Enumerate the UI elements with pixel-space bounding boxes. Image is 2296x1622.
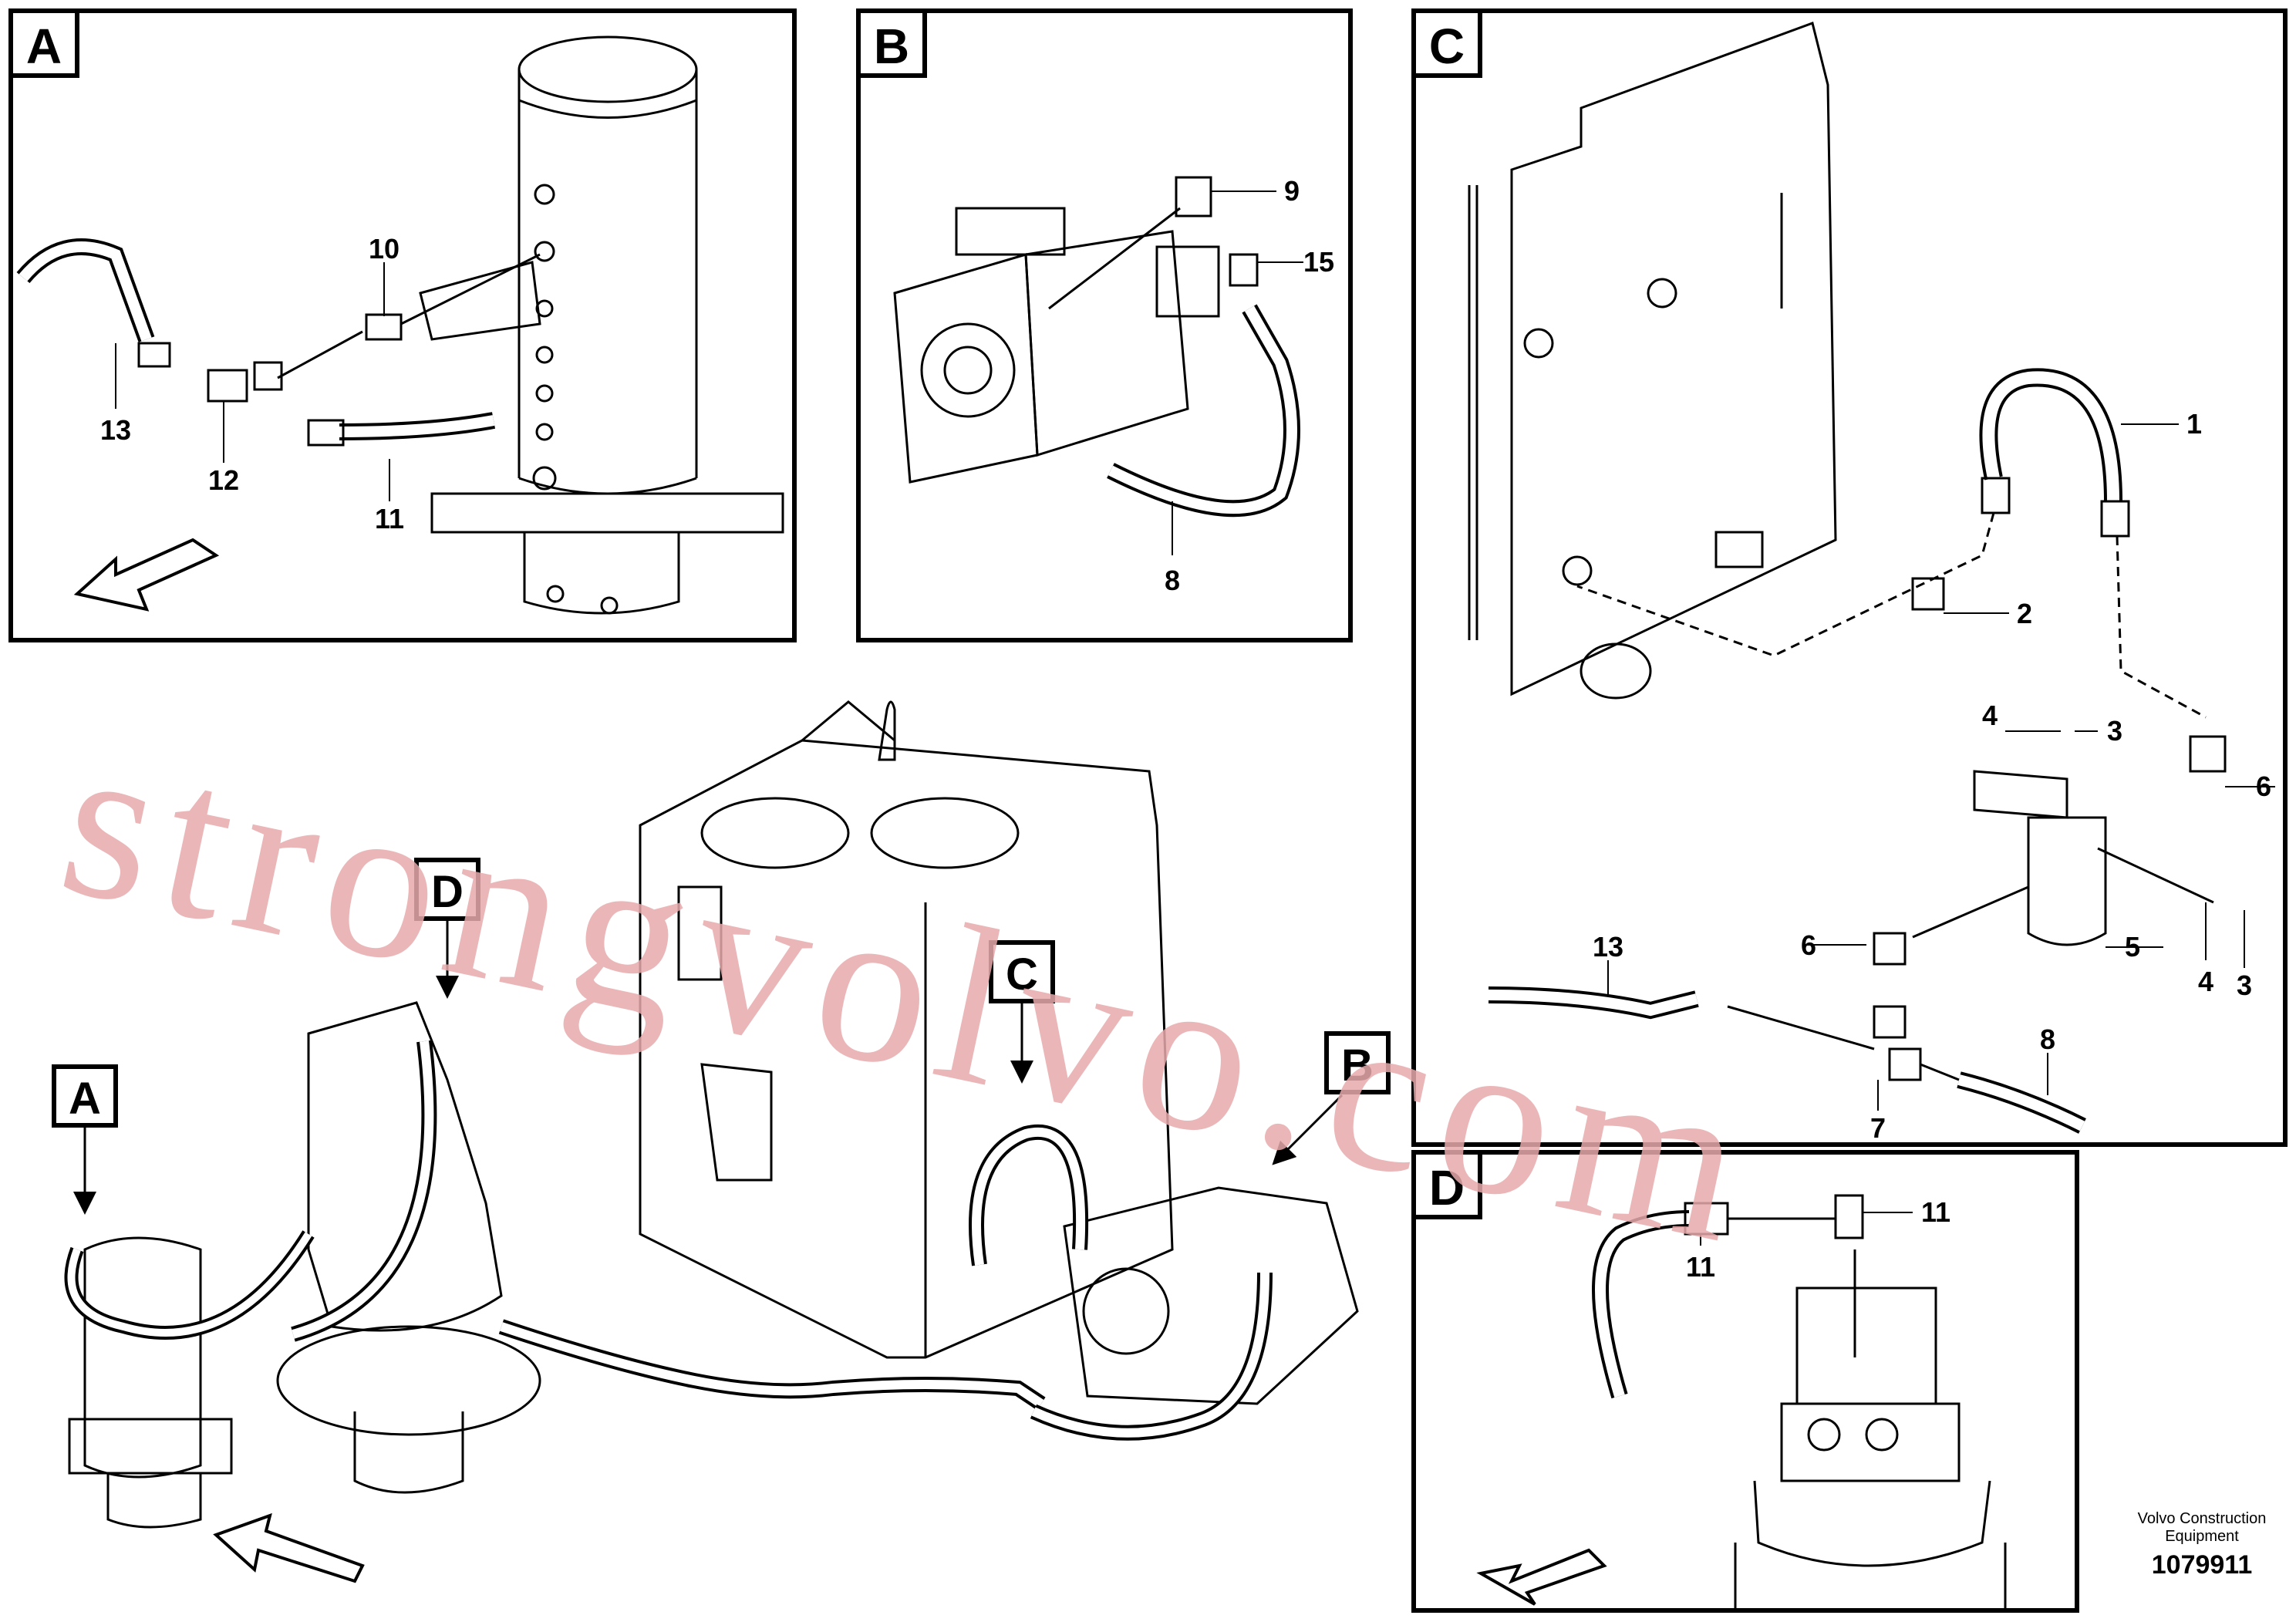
hydraulic-pump-drawing <box>893 207 1220 484</box>
maker-line-1: Volvo Construction <box>2138 1510 2267 1527</box>
callout-b-8: 8 <box>1165 565 1180 596</box>
callout-c-2: 2 <box>2017 598 2032 629</box>
panel-a: A <box>8 8 797 642</box>
direction-arrow-d <box>1476 1548 1607 1606</box>
main-pump <box>1063 1186 1359 1405</box>
panel-c: C <box>1411 8 2288 1147</box>
overview-label-a: A <box>69 1074 101 1124</box>
callout-b-9: 9 <box>1284 175 1300 207</box>
callout-a-11: 11 <box>375 503 404 534</box>
callout-c-13: 13 <box>1593 931 1623 963</box>
panel-b-callouts <box>1172 191 1303 555</box>
panel-d-hose <box>1592 1194 1864 1399</box>
swivel-joint <box>83 1236 202 1479</box>
callout-c-7: 7 <box>1870 1112 1886 1144</box>
footer: Volvo Construction Equipment 1079911 <box>2138 1510 2267 1580</box>
callout-c-6: 6 <box>2256 771 2271 802</box>
panel-c-hoses <box>1488 368 2227 1134</box>
panel-d-label: D <box>1429 1160 1465 1216</box>
direction-arrow-overview <box>213 1512 365 1583</box>
callout-d-11: 11 <box>1686 1251 1715 1283</box>
swivel-joint-drawing <box>419 35 784 615</box>
overview-label-b: B <box>1341 1040 1374 1091</box>
callout-a-13: 13 <box>100 414 131 446</box>
callout-c-3: 3 <box>2107 715 2122 747</box>
callout-c-6-lower: 6 <box>1801 929 1816 961</box>
callout-c-8: 8 <box>2040 1023 2055 1055</box>
swing-motor-drawing <box>1734 1249 2007 1610</box>
direction-arrow-a <box>73 538 220 612</box>
maker-line-2: Equipment <box>2165 1528 2239 1545</box>
panel-d: D 11 11 <box>1411 1150 2079 1613</box>
panel-b-hose <box>1048 176 1300 518</box>
callout-c-3-lower: 3 <box>2237 969 2252 1001</box>
panel-c-callouts <box>1607 423 2275 1111</box>
part-number: 1079911 <box>2152 1550 2253 1580</box>
callout-a-12: 12 <box>208 464 239 496</box>
panel-c-label: C <box>1429 19 1465 74</box>
panel-b: B 9 15 8 <box>856 8 1353 642</box>
hydraulic-tank <box>639 739 1174 1359</box>
callout-c-4: 4 <box>1982 700 1998 731</box>
panel-d-callouts <box>1700 1212 1913 1246</box>
swing-motor <box>307 1001 503 1332</box>
callout-c-4-lower: 4 <box>2198 966 2213 997</box>
overview-assembly <box>64 700 1359 1529</box>
callout-d-11-right: 11 <box>1921 1196 1950 1228</box>
panel-a-label: A <box>26 19 62 74</box>
overview-labels: D A C B <box>52 858 1391 1128</box>
callout-c-1: 1 <box>2186 408 2202 440</box>
callout-c-5: 5 <box>2125 931 2140 963</box>
hydraulic-tank-side-drawing <box>1468 22 1837 700</box>
overview-label-c: C <box>1006 949 1038 1000</box>
panel-a-hoses <box>16 238 541 447</box>
panel-b-label: B <box>874 19 909 74</box>
callout-b-15: 15 <box>1303 246 1334 278</box>
overview-label-d: D <box>431 867 464 917</box>
panel-a-callouts <box>115 262 390 501</box>
callout-a-10: 10 <box>369 233 400 265</box>
